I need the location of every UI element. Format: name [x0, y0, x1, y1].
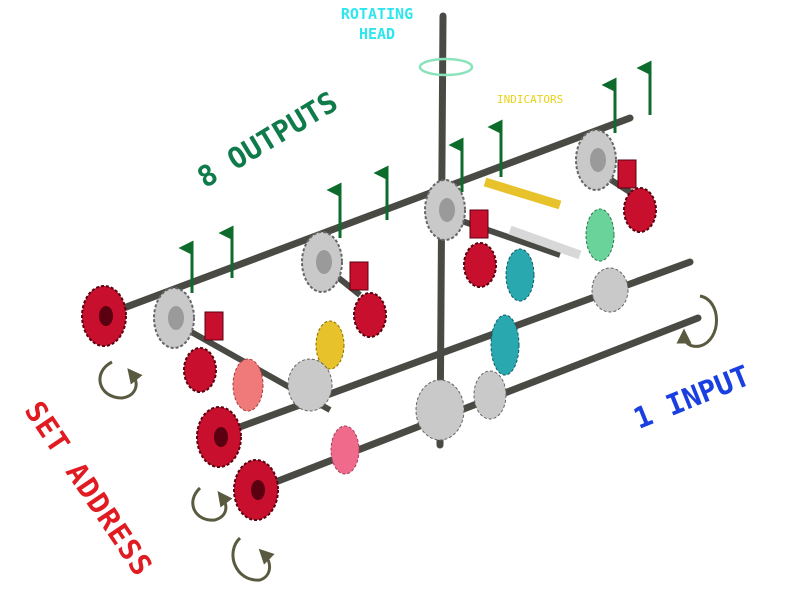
selector-block-1 — [204, 311, 224, 341]
rotation-arrow-address-middle — [191, 486, 233, 522]
rotating-head-label-line-1: ROTATING — [340, 5, 414, 23]
selector-gear-2 — [353, 292, 387, 338]
address-gear-top — [81, 285, 127, 347]
pink-gear-2 — [330, 425, 360, 475]
rotation-arrow-address-bottom — [231, 536, 275, 582]
rotation-arrow-input — [676, 294, 718, 348]
indicator-piston-2 — [508, 225, 582, 260]
selector-block-2 — [349, 261, 369, 291]
rotation-arrow-address-top — [98, 360, 143, 400]
teal-gear-2 — [505, 248, 535, 302]
output-gear-2 — [301, 231, 343, 293]
selector-gear-1 — [183, 347, 217, 393]
pink-gear-1 — [232, 358, 264, 412]
indicator-piston-1 — [483, 177, 562, 210]
address-gear-middle — [196, 406, 242, 468]
input-gear-3 — [591, 267, 629, 313]
teal-gear-1 — [490, 314, 520, 376]
input-gear-1 — [415, 379, 465, 441]
output-gear-4 — [575, 129, 617, 191]
green-gear-1 — [585, 208, 615, 262]
output-gear-1 — [153, 287, 195, 349]
indicators-label: INDICATORS — [497, 93, 564, 106]
selector-block-3 — [469, 209, 489, 239]
address-gear-bottom — [233, 459, 279, 521]
selector-block-4 — [617, 159, 637, 189]
yellow-gear-1 — [315, 320, 345, 370]
selector-gear-4 — [623, 187, 657, 233]
selector-gear-3 — [463, 242, 497, 288]
input-gear-4 — [473, 370, 507, 420]
rotating-head-label: ROTATING HEAD — [322, 4, 432, 44]
rotating-head-label-line-2: HEAD — [358, 25, 396, 43]
output-gear-3 — [424, 179, 466, 241]
rotating-head-rotation-icon — [418, 57, 474, 77]
input-gear-2 — [287, 358, 333, 412]
